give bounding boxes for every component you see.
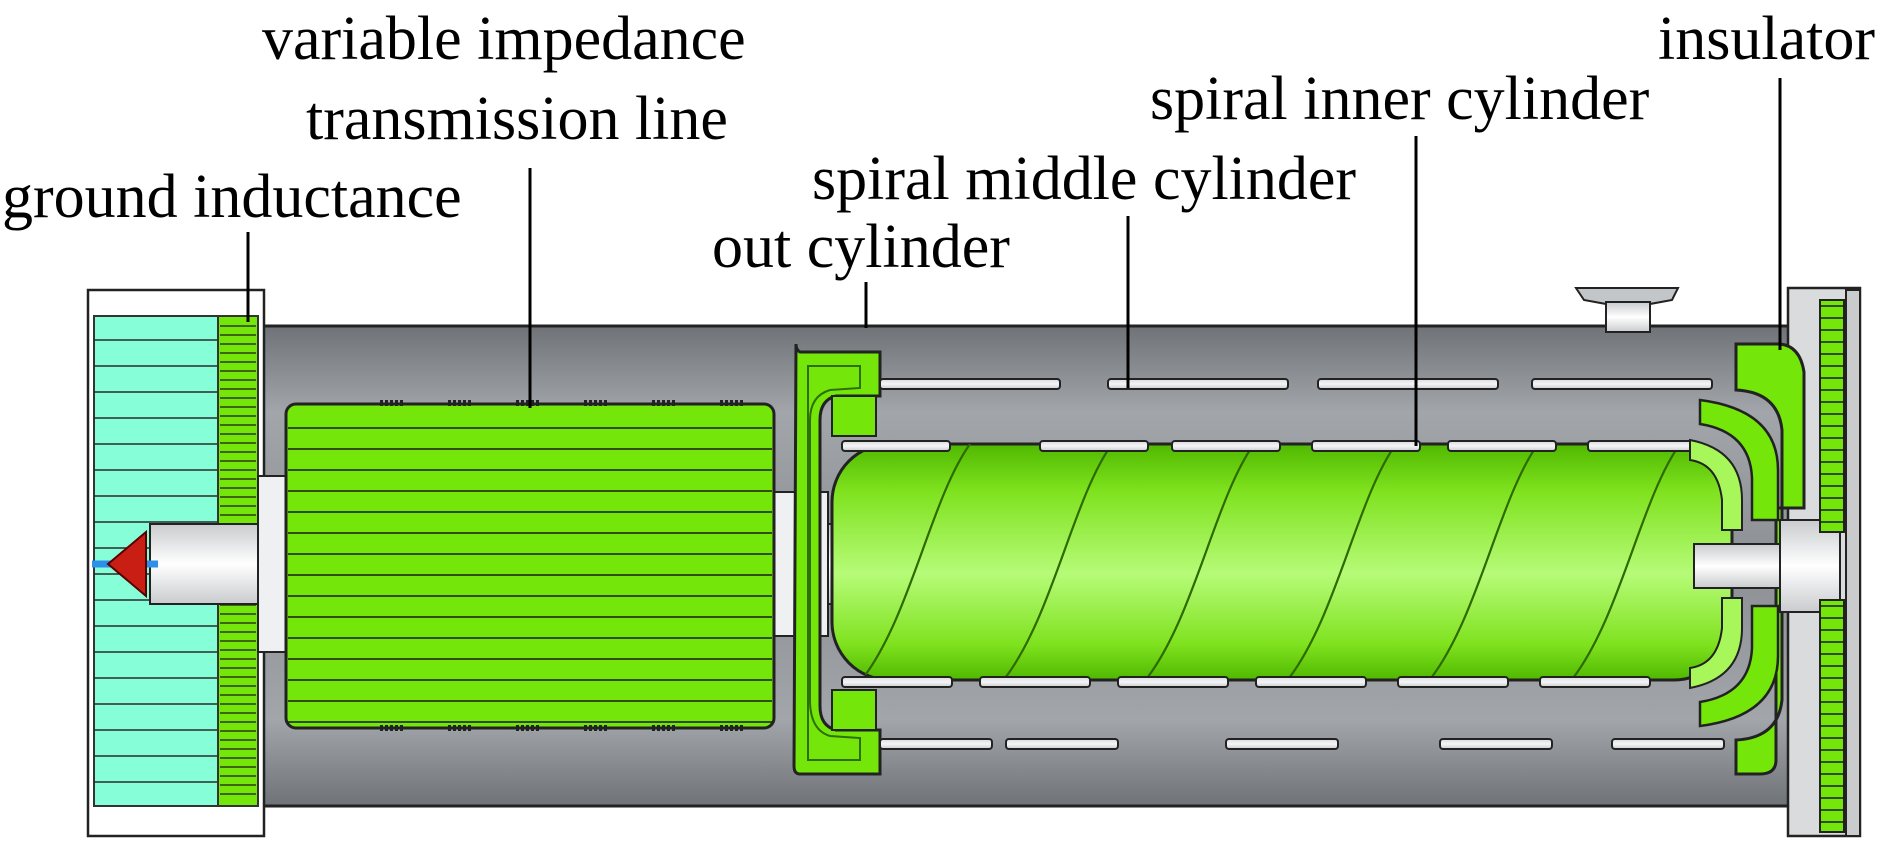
label-variable-impedance: variable impedance — [262, 5, 746, 73]
label-spiral-middle-cylinder: spiral middle cylinder — [812, 145, 1357, 213]
label-ground-inductance: ground inductance — [2, 163, 462, 231]
leader-lines — [246, 78, 1782, 446]
label-transmission-line: transmission line — [306, 85, 728, 153]
label-spiral-inner-cylinder: spiral inner cylinder — [1150, 65, 1650, 133]
insulator-flange — [1689, 289, 1861, 837]
label-insulator: insulator — [1658, 5, 1875, 73]
trigger-cone — [92, 529, 158, 599]
spiral-inner-cylinder-body — [830, 442, 1734, 682]
variable-impedance-transmission-line — [284, 400, 776, 731]
label-out-cylinder: out cylinder — [712, 213, 1010, 281]
out-cylinder-flange — [792, 343, 882, 776]
spiral-rings — [841, 378, 1725, 750]
